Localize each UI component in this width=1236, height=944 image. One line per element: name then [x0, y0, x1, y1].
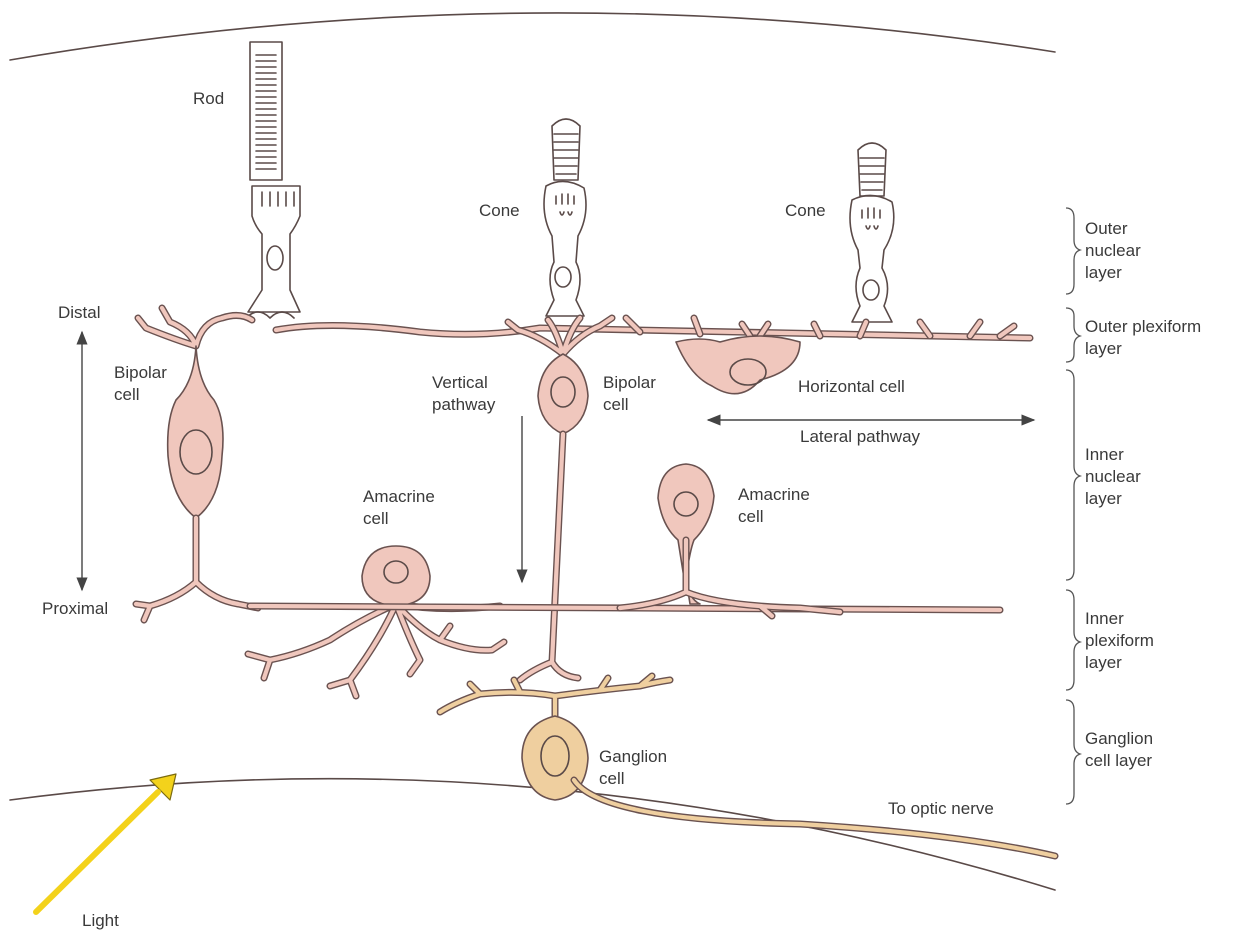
- proximal-label: Proximal: [42, 599, 108, 618]
- layer-outer-nuclear-line1: Outer: [1085, 219, 1128, 238]
- layer-ganglion-cell-line2: cell layer: [1085, 751, 1152, 770]
- layer-outer-plexiform-line2: layer: [1085, 339, 1122, 358]
- cone-center-nucleus: [555, 267, 571, 287]
- rod-discs: [256, 55, 276, 169]
- ganglion-cell-label-line1: Ganglion: [599, 747, 667, 766]
- bipolar-center-label-line1: Bipolar: [603, 373, 656, 392]
- layer-outer-plexiform-line1: Outer plexiform: [1085, 317, 1201, 336]
- rod-label: Rod: [193, 89, 224, 108]
- cone-right-outer-segment: [858, 143, 886, 196]
- bipolar-cell-center: [508, 318, 612, 680]
- retina-top-boundary: [10, 13, 1055, 60]
- distal-label: Distal: [58, 303, 101, 322]
- cone-center-inner-segment: [544, 181, 586, 316]
- cone-right-mitochondria: [862, 208, 880, 229]
- bipolar-left-label-line1: Bipolar: [114, 363, 167, 382]
- layer-inner-nuclear-line2: nuclear: [1085, 467, 1141, 486]
- bipolar-left-label-line2: cell: [114, 385, 140, 404]
- cone-photoreceptor-right: [850, 143, 894, 322]
- layer-inner-nuclear-line1: Inner: [1085, 445, 1124, 464]
- amacrine-right-label-line2: cell: [738, 507, 764, 526]
- amacrine-right-label-line1: Amacrine: [738, 485, 810, 504]
- horizontal-cell-label: Horizontal cell: [798, 377, 905, 396]
- cone-right-nucleus: [863, 280, 879, 300]
- lateral-pathway-label: Lateral pathway: [800, 427, 921, 446]
- cone-right-label: Cone: [785, 201, 826, 220]
- amacrine-left-label-line1: Amacrine: [363, 487, 435, 506]
- amacrine-left-label-line2: cell: [363, 509, 389, 528]
- cone-right-discs: [860, 158, 884, 190]
- layer-ganglion-cell-line1: Ganglion: [1085, 729, 1153, 748]
- rod-photoreceptor: [246, 42, 300, 318]
- cone-photoreceptor-center: [544, 119, 586, 316]
- vertical-pathway-label-line1: Vertical: [432, 373, 488, 392]
- cone-center-mitochondria: [556, 194, 574, 215]
- to-optic-nerve-label: To optic nerve: [888, 799, 994, 818]
- ganglion-cell-label-line2: cell: [599, 769, 625, 788]
- rod-nucleus: [267, 246, 283, 270]
- rod-inner-segment: [248, 186, 300, 312]
- ganglion-cell: [440, 676, 1055, 856]
- cone-right-inner-segment: [850, 195, 894, 322]
- layer-outer-nuclear-line2: nuclear: [1085, 241, 1141, 260]
- bipolar-cell-left: [136, 308, 258, 620]
- layer-inner-plexiform-line2: plexiform: [1085, 631, 1154, 650]
- vertical-pathway-label-line2: pathway: [432, 395, 496, 414]
- rod-outer-segment: [250, 42, 282, 180]
- bipolar-center-label-line2: cell: [603, 395, 629, 414]
- layer-inner-plexiform-line3: layer: [1085, 653, 1122, 672]
- amacrine-cell-left: [248, 546, 504, 696]
- cone-center-label: Cone: [479, 201, 520, 220]
- layer-braces: [1066, 208, 1080, 804]
- light-label: Light: [82, 911, 119, 930]
- cone-center-discs: [554, 134, 578, 174]
- layer-outer-nuclear-line3: layer: [1085, 263, 1122, 282]
- layer-inner-plexiform-line1: Inner: [1085, 609, 1124, 628]
- rod-connecting-cilium: [262, 192, 294, 206]
- layer-inner-nuclear-line3: layer: [1085, 489, 1122, 508]
